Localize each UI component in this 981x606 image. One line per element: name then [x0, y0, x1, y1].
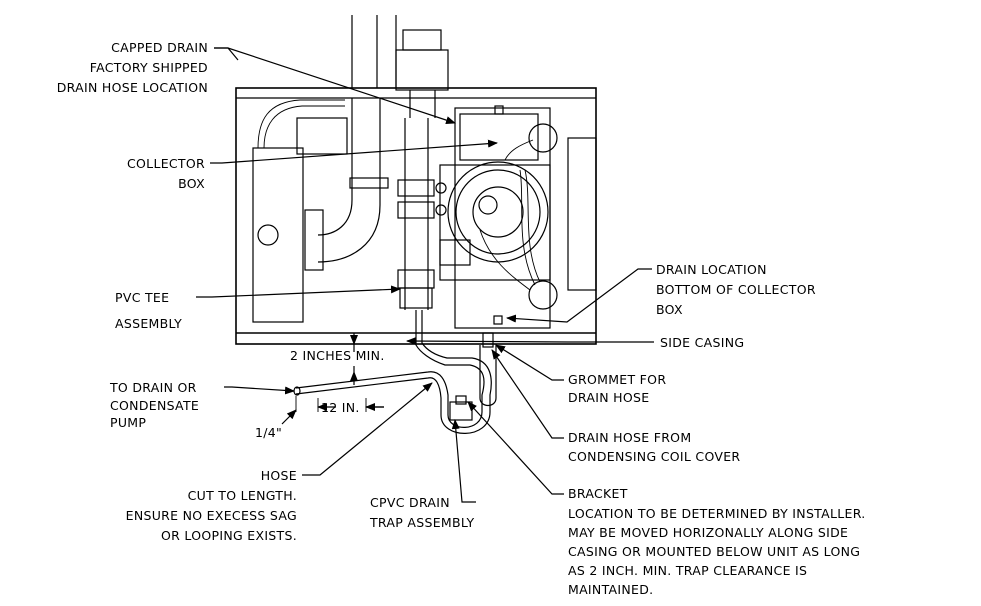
bracket-label: BRACKET LOCATION TO BE DETERMINED BY INS…	[568, 486, 866, 597]
grommet-line-2: DRAIN HOSE	[568, 390, 649, 405]
leader-lines	[196, 47, 654, 503]
hose-line-2: CUT TO LENGTH.	[188, 488, 297, 503]
capped-drain-line-1: CAPPED DRAIN	[111, 40, 208, 55]
hose-label: HOSE CUT TO LENGTH. ENSURE NO EXECESS SA…	[126, 468, 297, 543]
side-casing-label: SIDE CASING	[660, 335, 744, 350]
collector-box-line-1: COLLECTOR	[127, 156, 205, 171]
pvc-tee-label: PVC TEE ASSEMBLY	[115, 290, 182, 331]
cpvc-drain-line-1: CPVC DRAIN	[370, 495, 450, 510]
dimension-lines	[281, 333, 384, 425]
bracket-line-1: BRACKET	[568, 486, 628, 501]
to-drain-line-1: TO DRAIN OR	[109, 380, 197, 395]
drain-location-line-1: DRAIN LOCATION	[656, 262, 767, 277]
bracket-line-4: CASING OR MOUNTED BELOW UNIT AS LONG	[568, 544, 860, 559]
cpvc-drain-label: CPVC DRAIN TRAP ASSEMBLY	[369, 495, 474, 530]
drain-hose-from-line-2: CONDENSING COIL COVER	[568, 449, 740, 464]
drain-location-line-2: BOTTOM OF COLLECTOR	[656, 282, 816, 297]
drain-trap-assembly	[293, 310, 497, 434]
bracket-line-3: MAY BE MOVED HORIZONALLY ALONG SIDE	[568, 525, 848, 540]
cpvc-drain-line-2: TRAP ASSEMBLY	[369, 515, 474, 530]
drain-hose-from-label: DRAIN HOSE FROM CONDENSING COIL COVER	[568, 430, 740, 464]
hose-line-3: ENSURE NO EXECESS SAG	[126, 508, 297, 523]
pvc-tee-line-2: ASSEMBLY	[115, 316, 182, 331]
bracket-line-5: AS 2 INCH. MIN. TRAP CLEARANCE IS	[568, 563, 807, 578]
to-drain-line-3: PUMP	[110, 415, 146, 430]
grommet-line-1: GROMMET FOR	[568, 372, 666, 387]
hose-line-4: OR LOOPING EXISTS.	[161, 528, 297, 543]
twelve-inch-label: 12 IN.	[321, 400, 360, 415]
collector-box-line-2: BOX	[178, 176, 205, 191]
quarter-inch-label: 1/4"	[255, 425, 282, 440]
bracket-line-6: MAINTAINED.	[568, 582, 653, 597]
grommet-label: GROMMET FOR DRAIN HOSE	[568, 372, 666, 405]
bracket-line-2: LOCATION TO BE DETERMINED BY INSTALLER.	[568, 506, 866, 521]
drain-hose-from-line-1: DRAIN HOSE FROM	[568, 430, 691, 445]
capped-drain-label: CAPPED DRAIN FACTORY SHIPPED DRAIN HOSE …	[57, 40, 208, 95]
two-inches-min-label: 2 INCHES MIN.	[290, 348, 385, 363]
drain-location-line-3: BOX	[656, 302, 683, 317]
to-drain-label: TO DRAIN OR CONDENSATE PUMP	[109, 380, 199, 430]
pvc-tee-line-1: PVC TEE	[115, 290, 169, 305]
hose-line-1: HOSE	[261, 468, 297, 483]
furnace-unit	[235, 15, 597, 345]
to-drain-line-2: CONDENSATE	[110, 398, 199, 413]
capped-drain-line-2: FACTORY SHIPPED	[90, 60, 208, 75]
collector-box-label: COLLECTOR BOX	[127, 156, 205, 191]
drain-location-label: DRAIN LOCATION BOTTOM OF COLLECTOR BOX	[656, 262, 816, 317]
capped-drain-line-3: DRAIN HOSE LOCATION	[57, 80, 208, 95]
